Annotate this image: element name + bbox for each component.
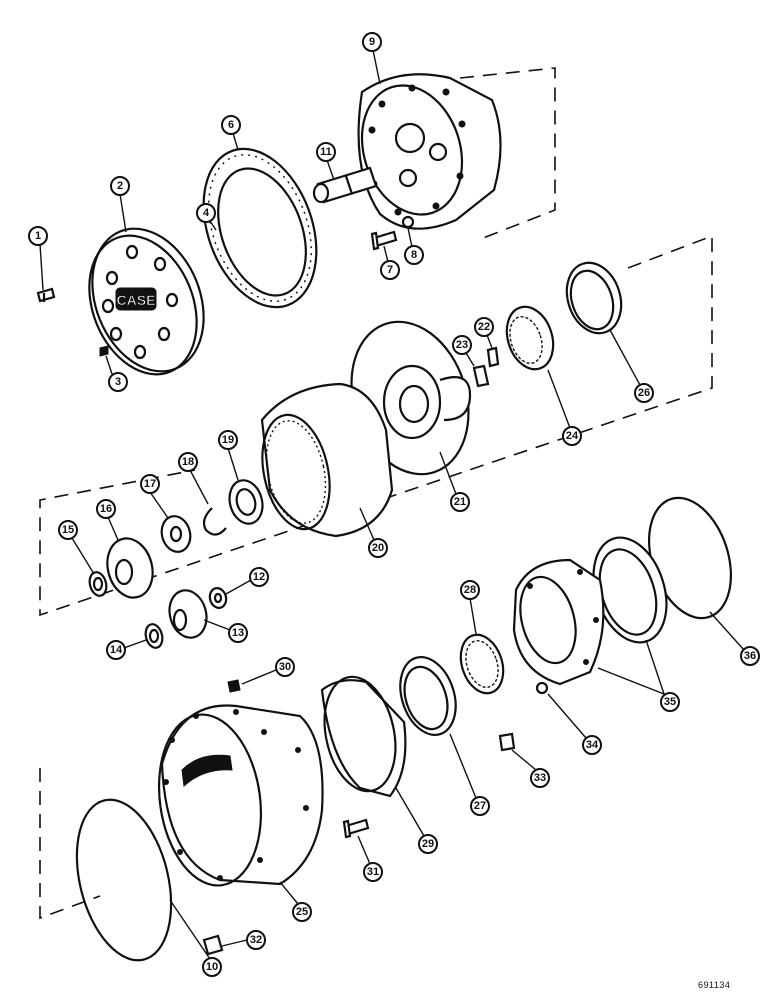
part-33-nut	[498, 732, 516, 752]
callout-22: 22	[478, 321, 490, 333]
part-2-brake-plate: CASE	[88, 227, 205, 376]
drawing-number: 691134	[698, 980, 731, 990]
callout-16: 16	[100, 503, 112, 515]
callout-26: 26	[638, 387, 650, 399]
callout-12: 12	[253, 571, 265, 583]
callout-19: 19	[222, 434, 234, 446]
callout-28: 28	[464, 584, 476, 596]
callout-29: 29	[422, 838, 434, 850]
callout-labels: 1 2 3 4 6 7 8 9 10 11 12 13	[28, 32, 760, 977]
callout-24: 24	[566, 430, 579, 442]
part-1-bolt	[36, 287, 56, 303]
callout-25: 25	[296, 906, 308, 918]
part-8-washer	[401, 215, 415, 229]
callout-32: 32	[250, 934, 262, 946]
part-28-bearing-cone	[459, 633, 505, 695]
callout-7: 7	[387, 264, 393, 276]
part-32-nut	[202, 934, 224, 956]
part-7-bolt	[370, 230, 398, 251]
part-18-snap-ring	[202, 507, 227, 536]
callout-13: 13	[232, 627, 244, 639]
part-10-o-ring	[75, 798, 173, 962]
callout-35: 35	[664, 696, 676, 708]
dashed-group-outline-top	[459, 67, 556, 241]
callout-17: 17	[144, 478, 156, 490]
callout-20: 20	[372, 542, 384, 554]
part-26-bearing-cup	[565, 261, 623, 335]
callout-2: 2	[117, 180, 123, 192]
part-22-screw	[486, 346, 500, 368]
callout-8: 8	[411, 249, 417, 261]
callout-6: 6	[228, 119, 234, 131]
callout-31: 31	[367, 866, 379, 878]
callout-33: 33	[534, 772, 546, 784]
part-9-housing	[357, 73, 502, 230]
part-11-pin	[312, 166, 378, 204]
callout-18: 18	[182, 456, 194, 468]
part-34-washer	[535, 681, 549, 695]
callout-14: 14	[110, 644, 123, 656]
callout-27: 27	[474, 800, 486, 812]
brand-logo-text: CASE	[117, 292, 156, 308]
part-35-retainer	[512, 558, 605, 686]
part-14-washer	[144, 623, 164, 649]
part-25-axle-housing	[157, 704, 324, 887]
part-13-gear	[168, 589, 208, 639]
dashed-group-outline-middle	[39, 234, 713, 617]
part-24-tapered-bearing	[505, 305, 555, 371]
part-19-nut	[228, 479, 264, 525]
callout-4: 4	[203, 207, 210, 219]
callout-1: 1	[35, 230, 41, 242]
part-6-friction-disc	[202, 147, 318, 309]
part-12-washer	[208, 587, 228, 609]
callout-23: 23	[456, 339, 468, 351]
callout-21: 21	[454, 496, 466, 508]
part-20-ring-gear	[260, 382, 394, 538]
part-27-bearing-cup	[399, 656, 457, 736]
part-15-washer	[88, 571, 108, 597]
callout-30: 30	[279, 661, 291, 673]
callout-9: 9	[369, 36, 375, 48]
part-23-lock-tab	[472, 364, 490, 388]
part-3-set-screw	[99, 345, 109, 357]
callout-36: 36	[744, 650, 756, 662]
part-31-bolt	[342, 818, 370, 839]
part-29-seal-ring	[320, 675, 407, 798]
dashed-group-outline-bottom	[39, 768, 101, 920]
brand-badge	[115, 287, 157, 311]
part-17-thrust-washer	[160, 515, 192, 553]
callout-34: 34	[586, 739, 599, 751]
callout-3: 3	[115, 376, 121, 388]
callout-10: 10	[206, 961, 218, 973]
callout-11: 11	[320, 146, 332, 158]
callout-15: 15	[62, 524, 74, 536]
part-16-pinion-gear	[106, 537, 154, 599]
part-30-plug	[227, 679, 241, 693]
